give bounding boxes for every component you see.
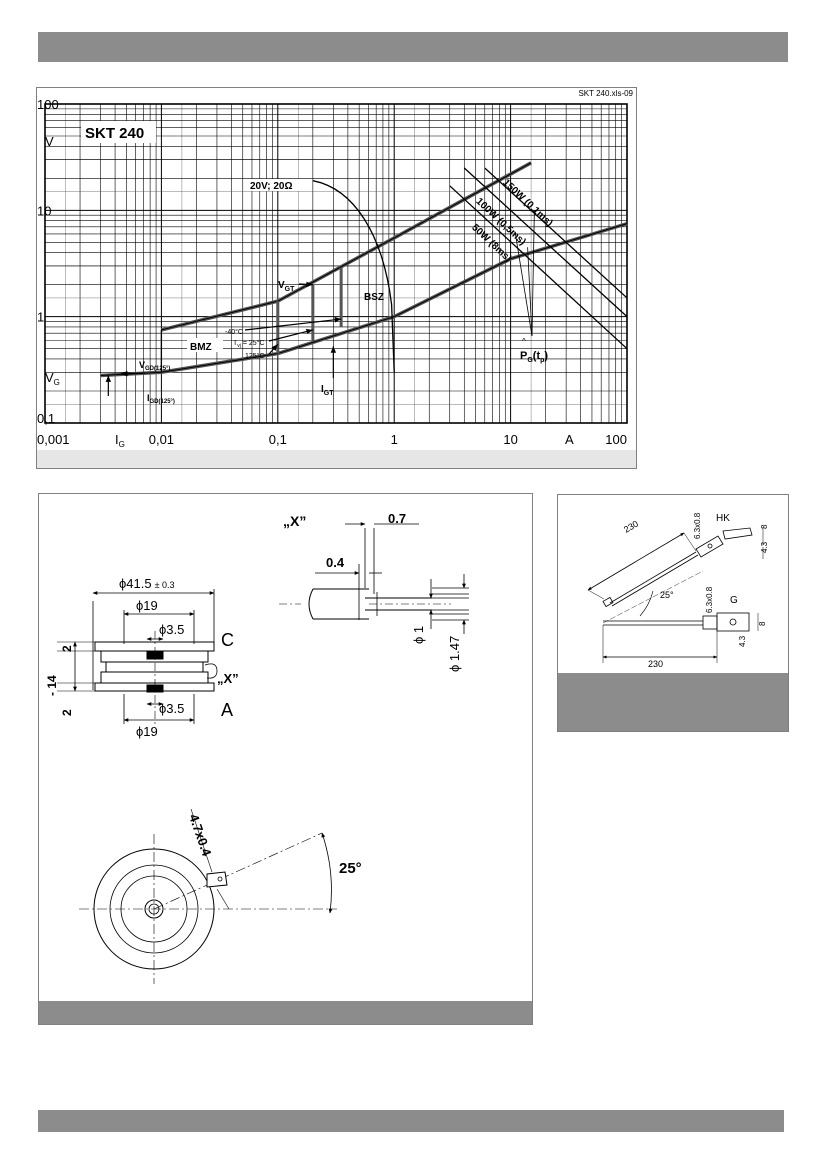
hk-lead [587,527,764,608]
diameter-19-top-dim: ϕ19 [136,598,158,613]
plot-frame [44,103,628,424]
g-terminal-dim: 6.3x0.8 [705,586,714,613]
header-band [38,32,788,62]
pg-hat: ^ [522,337,526,346]
device-top-view [79,808,337,984]
diameter-35-bottom-dim: ϕ3.5 [159,701,184,716]
g-dim-4-3: 4.3 [738,635,747,647]
drawing-footer-band [39,1001,532,1024]
igd-arrow-head [105,375,112,382]
tick-labels: 0,001 0,01 0,1 1 10 100 0,1 1 10 100 [37,97,627,447]
tvj-label: Tvj = 25°C [233,339,265,349]
load-line-label-bg [249,179,307,191]
y-tick-label: 0,1 [37,411,55,426]
temp-minus40-arrow [244,318,342,331]
chart-footer-strip [37,450,636,468]
device-side-view [57,589,218,724]
x-tick-label: 0,001 [37,432,70,447]
temp-minus40-label: -40°C [225,328,243,336]
temp-minus40-arrow-head [334,317,342,323]
g-label: G [730,595,738,606]
vgd-arrow-head [121,370,128,377]
title-background [81,121,156,143]
x-tick-label: 1 [391,432,398,447]
diameter-19-bottom-dim: ϕ19 [136,724,158,739]
file-reference: SKT 240.xls-09 [578,89,633,98]
power-100w-line [463,167,628,318]
footer-band [38,1110,784,1132]
igt-label: IGT [321,384,334,397]
x-tick-label: 0,01 [149,432,174,447]
dim-tab-4-7x0-4: 4.7x0.4 [186,812,215,859]
height-2-bottom-dim: 2 [60,709,74,716]
detail-x-reference: „X” [217,671,239,686]
outer-diameter-dim: ϕ41.5± 0.3 [119,576,175,591]
lower-gate-characteristic-core [100,223,628,376]
x-axis-label: IG [115,432,125,449]
g-angle-25: 25° [660,590,674,600]
hk-dim-4-3: 4.3 [760,541,769,553]
power-50w-line [449,185,628,350]
x-unit-label: A [565,432,574,447]
height-2-top-dim: 2 [60,645,74,652]
gate-leads-drawing: 230 6.3x0.8 HK 8 4.3 25° 6.3x0.8 G 8 4.3… [558,512,788,731]
load-line-label: 20V; 20Ω [250,181,293,192]
bmz-label: BMZ [190,342,212,353]
power-150w-line [484,167,628,299]
dimension-drawing: ϕ41.5± 0.3 ϕ19 ϕ3.5 ϕ3.5 ϕ19 2 - 14 2 C … [39,511,532,1024]
height-14-dim: - 14 [45,675,59,696]
g-dim-8: 8 [758,621,767,626]
vgt-label: VGT [278,280,295,293]
vgt-arrow-head [306,281,313,288]
temp-25-arrow-head [305,328,313,335]
dim-0-7: 0.7 [388,511,406,526]
vgd-label: VGD(125°) [139,360,170,372]
bmz-label-bg [187,338,223,352]
temp-125-arrow-head [271,344,278,351]
igt-arrow-head [330,346,337,353]
temp-25-arrow [268,329,313,342]
temp-125-label: 125°C [245,352,265,360]
dimension-drawing-panel: ϕ41.5± 0.3 ϕ19 ϕ3.5 ϕ3.5 ϕ19 2 - 14 2 C … [38,493,533,1025]
hk-length-230: 230 [622,519,640,535]
y-tick-label: 1 [37,310,44,325]
chart-title: SKT 240 [85,125,144,142]
igd-label: IGD(125°) [147,393,175,405]
x-tick-label: 0,1 [269,432,287,447]
x-tick-label: 10 [503,432,517,447]
anode-label: A [221,700,233,720]
pg-pointer-line [527,247,533,337]
hk-terminal-dim: 6.3x0.8 [693,512,702,539]
hk-label: HK [716,513,730,524]
gate-characteristic-chart: SKT 240.xls-09 0,001 0,01 0,1 1 10 100 0,1 1 10 1… [37,89,636,468]
angle-25-dim: 25° [339,860,362,877]
pg-pointer-line [531,210,535,337]
bsz-label: BSZ [364,292,384,303]
gate-characteristic-chart-panel: SKT 240.xls-09 0,001 0,01 0,1 1 10 100 0,1 1 10 1… [36,87,637,469]
y-tick-label: 100 [37,97,59,112]
detail-x-drawing [279,522,469,634]
y-tick-label: 10 [37,203,51,218]
g-lead [602,570,759,663]
pg-label: PG(tp) [520,350,548,364]
load-line-20v-20ohm [312,180,395,373]
gate-leads-panel: 230 6.3x0.8 HK 8 4.3 25° 6.3x0.8 G 8 4.3… [557,494,789,732]
g-length-230: 230 [648,659,663,669]
detail-x-title: „X” [283,513,306,529]
upper-gate-characteristic-core [161,162,532,331]
dim-diameter-1: ϕ 1 [411,626,426,644]
leads-footer-band [558,673,788,731]
dim-diameter-1-47: ϕ 1.47 [447,636,462,672]
diameter-35-top-dim: ϕ3.5 [159,622,184,637]
hk-dim-8: 8 [760,524,769,529]
y-axis-label: VG [45,370,60,387]
x-tick-label: 100 [605,432,627,447]
cathode-label: C [221,630,234,650]
pg-pointer-line [515,233,533,337]
dim-0-4: 0.4 [326,555,345,570]
y-unit-label: V [45,134,54,149]
